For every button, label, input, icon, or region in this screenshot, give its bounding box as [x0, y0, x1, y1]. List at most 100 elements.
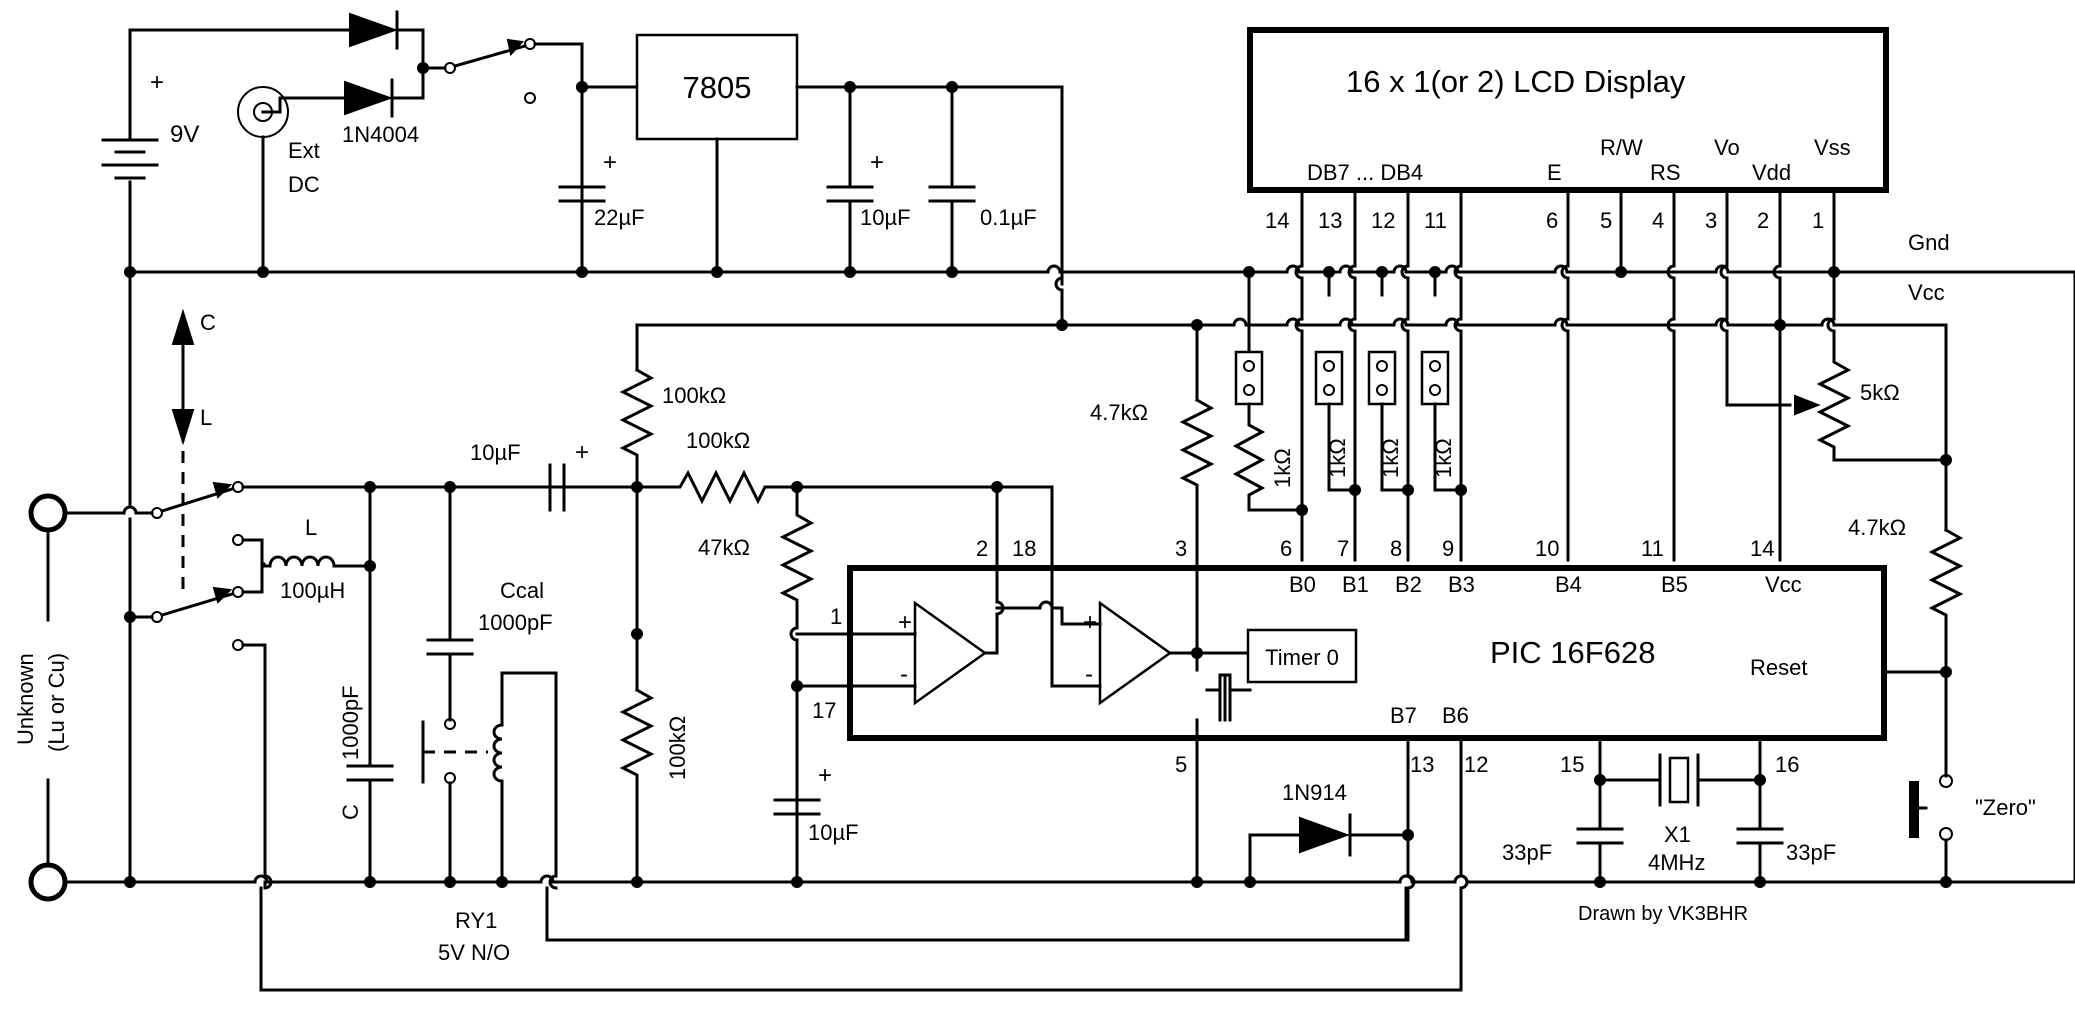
cap-0-1uf — [928, 185, 976, 203]
lcd-vdd-label: Vdd — [1752, 160, 1791, 185]
ext-dc-label: Ext — [288, 138, 320, 163]
cl-switch[interactable] — [151, 481, 244, 651]
pic-b1-label: B1 — [1342, 572, 1369, 597]
pin-3-label: 3 — [1175, 536, 1187, 561]
diode-1n4004-b — [344, 78, 425, 118]
lcd-rs-label: RS — [1650, 160, 1681, 185]
cap-ccal — [426, 638, 474, 656]
cap-33pf-right — [1736, 778, 1784, 884]
pot-5k-label: 5kΩ — [1860, 380, 1900, 405]
pin-9-label: 9 — [1442, 536, 1454, 561]
pin-14-label: 14 — [1750, 536, 1774, 561]
pic-reset-label: Reset — [1750, 655, 1807, 680]
crystal-x1 — [1653, 753, 1709, 807]
cap-22uf-plus: + — [603, 149, 617, 176]
comparator-2 — [1098, 600, 1173, 706]
pic-name-label: PIC 16F628 — [1490, 635, 1655, 670]
pic-b2-label: B2 — [1395, 572, 1422, 597]
ccal-name-label: Ccal — [500, 578, 544, 603]
ext-dc-label-2: DC — [288, 172, 320, 197]
lcd-pin-5: 5 — [1600, 208, 1612, 233]
pic-b7-label: B7 — [1390, 703, 1417, 728]
lcd-pin-11: 11 — [1424, 208, 1447, 233]
lcd-pin-2: 2 — [1757, 208, 1769, 233]
lcd-vss-label: Vss — [1814, 135, 1851, 160]
lcd-pin-14: 14 — [1265, 208, 1289, 233]
cap-10uf-coupling-plus: + — [575, 439, 589, 466]
cap-33pf-right-label: 33pF — [1786, 840, 1836, 865]
switch-c-label: C — [200, 310, 216, 335]
res-1k-label-4: 1kΩ — [1431, 438, 1456, 478]
pin-16-label: 16 — [1775, 752, 1799, 777]
timer0-box — [1246, 628, 1358, 684]
cap-10uf-bottom-plus: + — [818, 762, 832, 789]
pot-5k[interactable] — [1794, 270, 1948, 462]
pin-7-label: 7 — [1337, 536, 1349, 561]
inductor-label: L — [305, 515, 317, 540]
lcd-pin-6: 6 — [1546, 208, 1558, 233]
cap-10uf-bottom-label: 10µF — [808, 820, 859, 845]
diode-1n4004-label: 1N4004 — [342, 122, 419, 147]
pin-13-label: 13 — [1410, 752, 1434, 777]
vcc-rail-label: Vcc — [1908, 280, 1945, 305]
res-100k-series-label: 100kΩ — [686, 428, 750, 453]
pin-10-label: 10 — [1535, 536, 1559, 561]
pic-b3-label: B3 — [1448, 572, 1475, 597]
power-switch[interactable] — [444, 38, 536, 104]
pic-vcc-label: Vcc — [1765, 572, 1802, 597]
cap-c-value-label: 1000pF — [338, 685, 363, 760]
pin-17-label: 17 — [812, 698, 836, 723]
pic-b5-label: B5 — [1661, 572, 1688, 597]
diode-1n914-label: 1N914 — [1282, 780, 1347, 805]
cap-0-1uf-label: 0.1µF — [980, 205, 1037, 230]
cap-c-name-label: C — [338, 804, 363, 820]
unknown-label-2: (Lu or Cu) — [44, 653, 69, 752]
res-100k-top — [619, 367, 655, 489]
jumper-resistor-b3 — [1420, 270, 1463, 492]
regulator-label: 7805 — [683, 70, 752, 105]
cap-c-1000pf — [346, 764, 394, 782]
pic-16f628 — [847, 565, 1887, 741]
pin-12-label: 12 — [1464, 752, 1488, 777]
pin-5-label: 5 — [1175, 752, 1187, 777]
res-4k7-pullup-label: 4.7kΩ — [1090, 400, 1148, 425]
res-1k-label-3: 1kΩ — [1378, 438, 1403, 478]
comparator-1 — [913, 600, 988, 706]
cap-10uf-bottom — [773, 798, 821, 816]
ext-dc-jack — [237, 86, 347, 274]
diode-1n914 — [1248, 813, 1410, 884]
lcd-pin-12: 12 — [1371, 208, 1395, 233]
relay-ry1 — [421, 671, 558, 890]
pin-18-label: 18 — [1012, 536, 1036, 561]
res-4k7-reset-label: 4.7kΩ — [1848, 515, 1906, 540]
res-100k-series — [635, 469, 999, 505]
unknown-label: Unknown — [13, 653, 38, 745]
diode-1n4004-a — [349, 10, 425, 50]
unknown-terminal-top[interactable] — [28, 493, 68, 533]
pin-11-label: 11 — [1641, 536, 1664, 561]
zero-button[interactable] — [1909, 774, 1953, 841]
relay-name-label: RY1 — [455, 908, 497, 933]
cap-10uf-coupling-label: 10µF — [470, 440, 521, 465]
battery-plus: + — [150, 69, 164, 96]
pic-b0-label: B0 — [1289, 572, 1316, 597]
lcd-pin-4: 4 — [1652, 208, 1664, 233]
gnd-rail-label: Gnd — [1908, 230, 1950, 255]
unknown-terminal-bottom[interactable] — [28, 862, 68, 902]
res-100k-top-label: 100kΩ — [662, 383, 726, 408]
ccal-value-label: 1000pF — [478, 610, 553, 635]
credit-label: Drawn by VK3BHR — [1578, 903, 1748, 925]
lcd-pin-1: 1 — [1812, 208, 1824, 233]
res-100k-bottom — [619, 687, 655, 884]
lcd-title: 16 x 1(or 2) LCD Display — [1346, 64, 1686, 99]
jumper-resistor-b2 — [1367, 270, 1410, 492]
open-drain-transistor — [1195, 651, 1252, 722]
lcd-pin-13: 13 — [1318, 208, 1342, 233]
battery-voltage-label: 9V — [170, 121, 199, 148]
regulator-7805 — [635, 33, 799, 141]
pin-15-label: 15 — [1560, 752, 1584, 777]
res-4k7-reset — [1928, 527, 1964, 778]
cap-33pf-left-label: 33pF — [1502, 840, 1552, 865]
cap-33pf-left — [1576, 778, 1624, 884]
cap-10uf-reg-plus: + — [870, 149, 884, 176]
